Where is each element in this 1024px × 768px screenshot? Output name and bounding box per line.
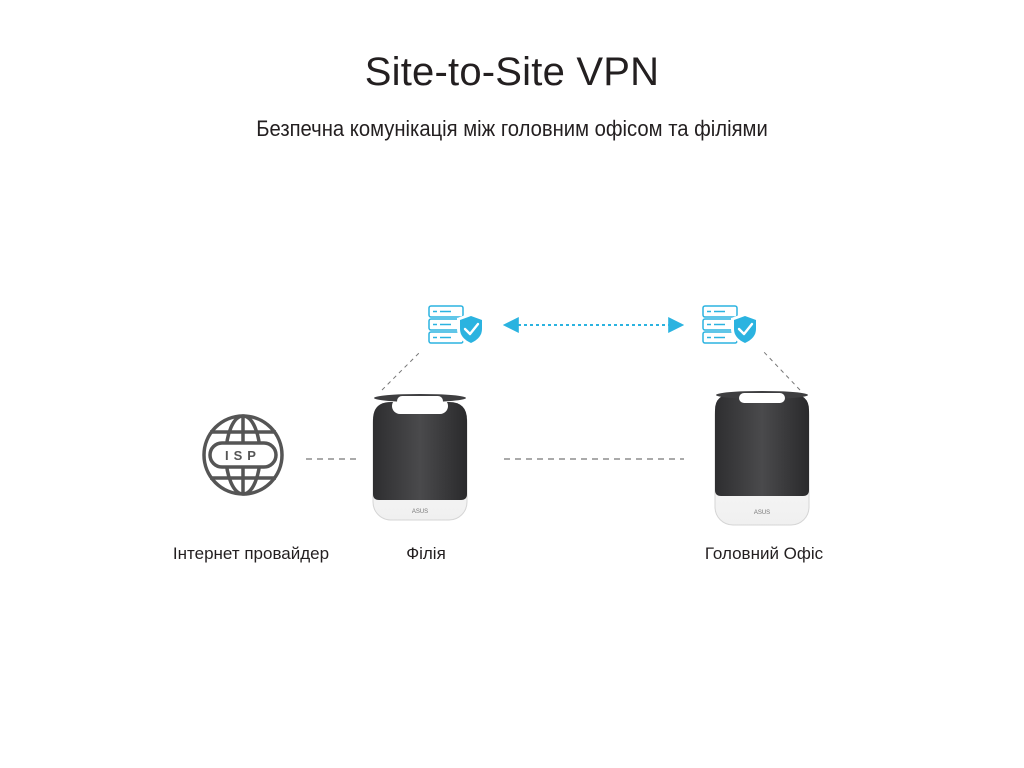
hq-secure-server-icon xyxy=(702,305,759,346)
branch-router-brand: ASUS xyxy=(412,509,428,515)
hq-router-icon: ASUS xyxy=(714,391,810,526)
branch-label: Філія xyxy=(406,544,446,563)
headquarters-label: Головний Офіс xyxy=(704,544,824,563)
branch-server-leader xyxy=(381,351,421,391)
isp-label: Інтернет провайдер xyxy=(172,544,330,563)
diagram-subtitle: Безпечна комунікація між головним офісом… xyxy=(256,116,768,141)
hq-server-leader xyxy=(761,349,801,391)
isp-globe-icon: ISP xyxy=(202,414,284,496)
isp-icon-text: ISP xyxy=(225,448,261,463)
hq-router-brand: ASUS xyxy=(754,510,770,516)
diagram-title: Site-to-Site VPN xyxy=(364,50,660,94)
branch-router-icon: ASUS xyxy=(372,394,468,521)
branch-secure-server-icon xyxy=(428,305,485,346)
